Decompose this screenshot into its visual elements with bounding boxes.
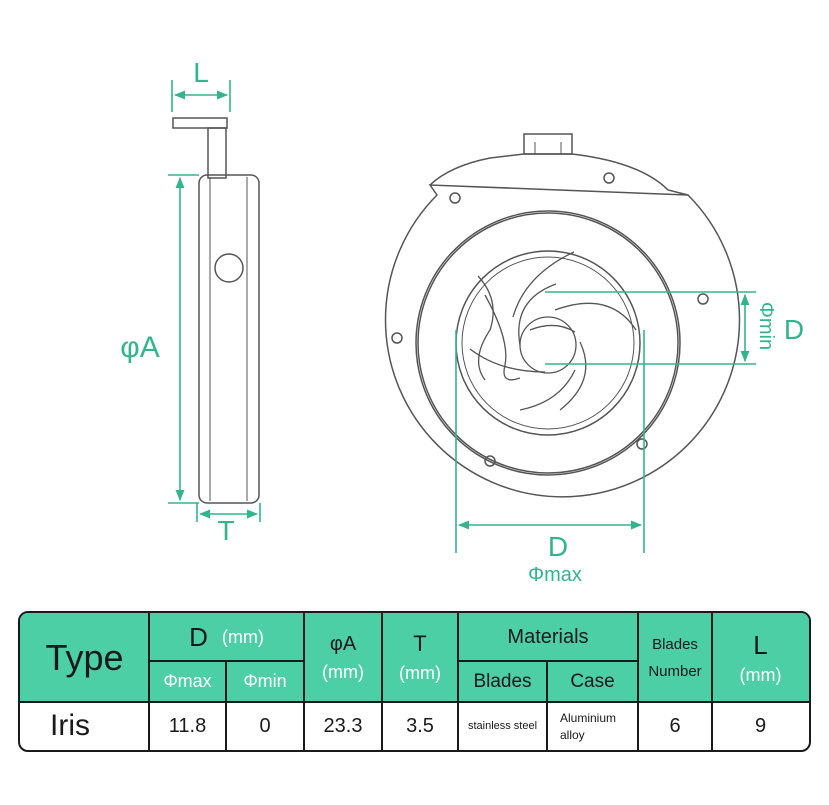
header-d: D (mm) — [149, 613, 304, 661]
outer-ring — [384, 184, 741, 498]
cell-phimin-value: 0 — [259, 714, 271, 737]
mount-holes — [391, 172, 709, 467]
header-phimax: Φmax — [149, 661, 226, 702]
grid-vline-1 — [148, 613, 150, 750]
grid-hline-header-bottom — [20, 701, 809, 703]
header-t-unit: (mm) — [399, 663, 441, 683]
header-phimin: Φmin — [226, 661, 304, 702]
lever-tab — [172, 117, 228, 129]
label-D-right: D — [784, 314, 804, 345]
header-d-unit: (mm) — [221, 626, 264, 647]
header-d-label: D — [189, 621, 208, 652]
header-phimax-label: Φmax — [163, 671, 212, 691]
cell-l: 9 — [712, 702, 809, 750]
grid-vline-6 — [546, 661, 548, 750]
cell-t: 3.5 — [382, 702, 458, 750]
header-phimin-label: Φmin — [243, 671, 287, 691]
grid-hline-materials — [458, 660, 638, 662]
header-phiA: φA (mm) — [304, 613, 382, 702]
cell-phimax-value: 11.8 — [168, 714, 207, 737]
header-materials: Materials — [458, 613, 638, 661]
cell-blades-material: stainless steel — [458, 702, 547, 750]
iris-center — [519, 316, 577, 374]
iris-blades — [469, 251, 637, 411]
cell-phiA-value: 23.3 — [323, 714, 363, 737]
header-blades-number-line2: Number — [648, 662, 702, 680]
grid-vline-3 — [303, 613, 305, 750]
grid-vline-5 — [457, 613, 459, 750]
front-top-tab — [523, 133, 573, 155]
header-l: L (mm) — [712, 613, 809, 702]
label-D-bottom: D — [548, 531, 568, 562]
label-phiA: φA — [120, 331, 159, 364]
cell-phimax: 11.8 — [149, 702, 226, 750]
cell-phimin: 0 — [226, 702, 304, 750]
header-blades-number: Blades Number — [638, 613, 712, 702]
cell-blades-material-value: stainless steel — [467, 720, 538, 732]
header-t-label: T — [413, 631, 427, 656]
label-phimin: Φmin — [755, 302, 777, 350]
header-materials-label: Materials — [507, 625, 589, 648]
side-view — [172, 117, 260, 504]
front-dimensions — [455, 291, 756, 553]
grid-vline-2 — [225, 661, 227, 750]
cell-l-value: 9 — [754, 714, 767, 737]
spec-table: Type D (mm) Φmax Φmin φA (mm) T (mm) Mat… — [18, 611, 811, 752]
inner-ring-2 — [417, 212, 679, 474]
inner-ring-1 — [415, 210, 681, 476]
cell-type: Iris — [20, 702, 149, 750]
header-blades: Blades — [458, 661, 547, 702]
cell-blades-number-value: 6 — [669, 714, 681, 737]
grid-vline-7 — [637, 613, 639, 750]
aperture-rim — [455, 250, 641, 436]
label-phimax: Φmax — [528, 564, 582, 586]
header-t: T (mm) — [382, 613, 458, 702]
grid-vline-8 — [711, 613, 713, 750]
cell-phiA: 23.3 — [304, 702, 382, 750]
label-L: L — [193, 57, 209, 88]
cell-case-material: Aluminium alloy — [547, 702, 638, 750]
header-case-label: Case — [570, 670, 615, 692]
side-pin-hole — [214, 253, 244, 283]
cell-blades-number: 6 — [638, 702, 712, 750]
header-l-unit: (mm) — [739, 664, 782, 685]
cell-t-value: 3.5 — [406, 714, 434, 737]
header-l-label: L — [753, 629, 768, 660]
lever-arm — [207, 127, 227, 179]
header-type: Type — [20, 613, 149, 702]
header-blades-label: Blades — [473, 670, 532, 692]
side-dimensions — [168, 80, 261, 522]
front-view — [384, 133, 741, 498]
header-type-label: Type — [45, 636, 124, 678]
grid-vline-4 — [381, 613, 383, 750]
header-case: Case — [547, 661, 638, 702]
cell-type-value: Iris — [50, 709, 90, 742]
cell-case-material-line2: alloy — [560, 727, 585, 742]
header-phiA-label: φA — [329, 632, 357, 655]
label-T: T — [217, 515, 234, 546]
header-blades-number-line1: Blades — [652, 635, 698, 653]
header-phiA-unit: (mm) — [322, 661, 364, 682]
side-body — [198, 174, 260, 504]
technical-drawing: L φA T — [120, 57, 804, 586]
cell-case-material-line1: Aluminium — [560, 710, 617, 725]
